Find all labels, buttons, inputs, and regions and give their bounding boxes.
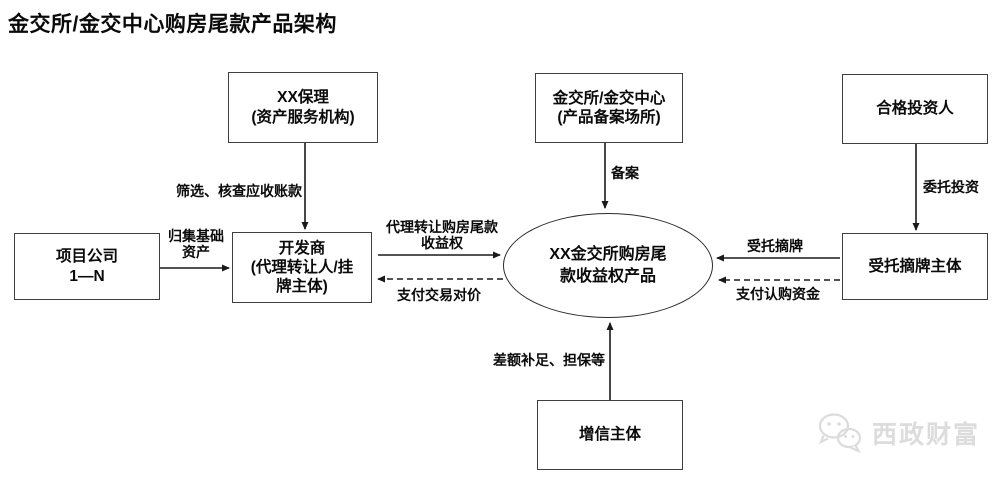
edge-label-delist: 受托摘牌 xyxy=(747,238,803,254)
node-factoring: XX保理 (资产服务机构) xyxy=(228,72,378,143)
edge-label-collect-line2: 资产 xyxy=(182,243,210,260)
edge-label-guarantee: 差额补足、担保等 xyxy=(493,352,605,368)
node-delisting-entity: 受托摘牌主体 xyxy=(842,233,988,300)
node-exchange-line1: 金交所/金交中心 xyxy=(552,89,666,107)
edge-label-screen-receivables: 筛选、核查应收账款 xyxy=(176,183,302,199)
watermark-text: 西政财富 xyxy=(872,421,981,449)
edge-label-pay-subscription: 支付认购资金 xyxy=(736,286,820,302)
node-developer-line2: (代理转让人/挂 xyxy=(250,259,354,276)
node-investors-line1: 合格投资人 xyxy=(876,100,954,118)
wechat-icon xyxy=(818,413,862,454)
watermark: 西政财富 xyxy=(816,412,980,454)
edge-label-filing: 备案 xyxy=(611,165,639,181)
node-project-line2: 1—N xyxy=(69,267,105,285)
edge-label-pay-consideration: 支付交易对价 xyxy=(397,287,481,303)
edge-label-collect-assets: 归集基础 资产 xyxy=(160,228,232,260)
node-investors: 合格投资人 xyxy=(842,74,988,144)
page-title: 金交所/金交中心购房尾款产品架构 xyxy=(8,13,337,36)
node-developer-line1: 开发商 xyxy=(278,240,326,257)
node-delisting-line1: 受托摘牌主体 xyxy=(868,257,962,275)
node-developer-line3: 牌主体) xyxy=(276,278,328,295)
node-exchange: 金交所/金交中心 (产品备案场所) xyxy=(535,73,683,143)
edge-label-transfer-line1: 代理转让购房尾款 xyxy=(386,219,498,235)
node-product-line2: 款收益权产品 xyxy=(559,267,656,285)
node-factoring-line2: (资产服务机构) xyxy=(251,108,355,126)
edge-label-entrust-invest: 委托投资 xyxy=(923,179,979,195)
node-product-line1: XX金交所购房尾 xyxy=(549,245,667,263)
edge-label-collect-line1: 归集基础 xyxy=(168,228,224,244)
node-product-ellipse: XX金交所购房尾 款收益权产品 xyxy=(503,213,713,318)
node-project-line1: 项目公司 xyxy=(55,248,118,265)
node-credit-line1: 增信主体 xyxy=(578,426,641,444)
node-project-company: 项目公司 1—N xyxy=(14,233,160,300)
node-factoring-line1: XX保理 xyxy=(277,89,329,106)
edge-label-transfer-line2: 收益权 xyxy=(421,234,463,251)
node-exchange-line2: (产品备案场所) xyxy=(557,109,661,126)
node-credit-entity: 增信主体 xyxy=(537,400,683,470)
edge-label-transfer-rights: 代理转让购房尾款 收益权 xyxy=(380,219,504,251)
node-developer: 开发商 (代理转让人/挂 牌主体) xyxy=(232,232,372,303)
